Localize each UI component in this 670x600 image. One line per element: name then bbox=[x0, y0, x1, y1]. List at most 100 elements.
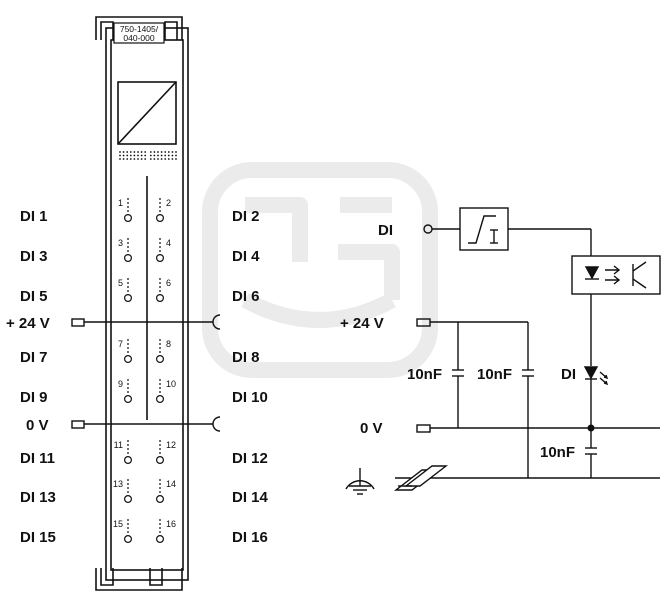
label-di9: DI 9 bbox=[20, 389, 48, 406]
din-rail-icon bbox=[393, 465, 449, 491]
channel-number: 1 bbox=[118, 198, 123, 208]
led-dot bbox=[133, 158, 136, 160]
led-dot bbox=[126, 151, 129, 153]
terminal-contact-8: 8 bbox=[156, 339, 171, 364]
led-dot bbox=[157, 151, 159, 153]
label-di10: DI 10 bbox=[232, 389, 268, 406]
led-dot bbox=[133, 154, 136, 157]
cap3-label: 10nF bbox=[540, 444, 575, 461]
status-led-row bbox=[119, 151, 177, 160]
led-dot bbox=[122, 154, 125, 157]
terminal-contact-15: 15 bbox=[113, 519, 132, 543]
led-dot bbox=[171, 154, 174, 157]
led-dot bbox=[160, 154, 163, 157]
led-dot bbox=[153, 158, 156, 160]
channel-number: 14 bbox=[166, 479, 176, 489]
channel-number: 10 bbox=[166, 379, 176, 389]
led-dot bbox=[149, 158, 152, 160]
junction-dot bbox=[587, 424, 595, 432]
led-dot bbox=[157, 154, 159, 157]
label-di7: DI 7 bbox=[20, 349, 48, 366]
led-dot bbox=[144, 151, 147, 153]
channel-number: 16 bbox=[166, 519, 176, 529]
led-dot bbox=[164, 158, 167, 160]
terminal-contact-6: 6 bbox=[156, 278, 171, 303]
led-dot bbox=[149, 151, 152, 153]
terminal-contact-5: 5 bbox=[118, 278, 132, 303]
label-di2: DI 2 bbox=[232, 208, 260, 225]
channel-number: 8 bbox=[166, 339, 171, 349]
schematic-0v-label: 0 V bbox=[360, 420, 383, 437]
channel-number: 4 bbox=[166, 238, 171, 248]
led-dot bbox=[122, 158, 125, 160]
label-di4: DI 4 bbox=[232, 248, 260, 265]
label-left-24v: + 24 V bbox=[6, 315, 50, 332]
label-di6: DI 6 bbox=[232, 288, 260, 305]
led-dot bbox=[126, 154, 129, 157]
cap1-label: 10nF bbox=[407, 366, 442, 383]
channel-number: 12 bbox=[166, 440, 176, 450]
di-led-label: DI bbox=[561, 366, 576, 383]
led-dot bbox=[140, 154, 143, 157]
led-dot bbox=[175, 151, 177, 153]
led-dot bbox=[119, 151, 121, 153]
label-di5: DI 5 bbox=[20, 288, 48, 305]
led-dot bbox=[129, 151, 132, 153]
label-di15: DI 15 bbox=[20, 529, 56, 546]
schematic-24v-label: + 24 V bbox=[340, 315, 384, 332]
channel-number: 5 bbox=[118, 278, 123, 288]
label-di13: DI 13 bbox=[20, 489, 56, 506]
terminal-contact-12: 12 bbox=[156, 440, 176, 465]
di-status-led bbox=[583, 366, 599, 380]
terminal-contact-1: 1 bbox=[118, 198, 132, 223]
part-number-plate bbox=[113, 22, 165, 44]
module-power-lines bbox=[71, 314, 221, 432]
left-24v-terminal bbox=[71, 318, 85, 327]
led-dot bbox=[140, 151, 143, 153]
led-dot bbox=[153, 151, 156, 153]
left-0v-terminal bbox=[71, 420, 85, 429]
part-number-line1: 750-1405/ bbox=[120, 24, 159, 34]
led-dot bbox=[167, 154, 170, 157]
led-dot bbox=[167, 151, 170, 153]
channel-number: 9 bbox=[118, 379, 123, 389]
label-di14: DI 14 bbox=[232, 489, 269, 506]
cap2-label: 10nF bbox=[477, 366, 512, 383]
converter-block bbox=[117, 81, 177, 145]
led-dot bbox=[157, 158, 159, 160]
channel-number: 2 bbox=[166, 198, 171, 208]
label-di8: DI 8 bbox=[232, 349, 260, 366]
label-di12: DI 12 bbox=[232, 450, 268, 467]
led-dot bbox=[119, 154, 121, 157]
label-di1: DI 1 bbox=[20, 208, 48, 225]
led-dot bbox=[126, 158, 129, 160]
led-dot bbox=[133, 151, 136, 153]
led-dot bbox=[167, 158, 170, 160]
led-dot bbox=[122, 151, 125, 153]
led-dot bbox=[137, 158, 139, 160]
led-dot bbox=[144, 158, 147, 160]
led-dot bbox=[164, 154, 167, 157]
protective-earth-icon bbox=[345, 468, 375, 495]
led-dot bbox=[175, 154, 177, 157]
label-di16: DI 16 bbox=[232, 529, 268, 546]
label-left-0v: 0 V bbox=[26, 417, 49, 434]
led-dot bbox=[129, 158, 132, 160]
schematic-0v-terminal bbox=[416, 424, 431, 433]
led-dot bbox=[144, 154, 147, 157]
filter-block bbox=[459, 207, 509, 251]
schematic-di-label: DI bbox=[378, 222, 393, 239]
channel-number: 6 bbox=[166, 278, 171, 288]
terminal-contact-2: 2 bbox=[156, 198, 171, 223]
label-di3: DI 3 bbox=[20, 248, 48, 265]
led-dot bbox=[164, 151, 167, 153]
watermark-logo bbox=[202, 162, 438, 378]
terminal-contact-11: 11 bbox=[114, 440, 132, 465]
led-dot bbox=[137, 154, 139, 157]
led-dot bbox=[175, 158, 177, 160]
terminal-contact-4: 4 bbox=[156, 238, 171, 263]
led-dot bbox=[160, 158, 163, 160]
channel-number: 13 bbox=[113, 479, 123, 489]
